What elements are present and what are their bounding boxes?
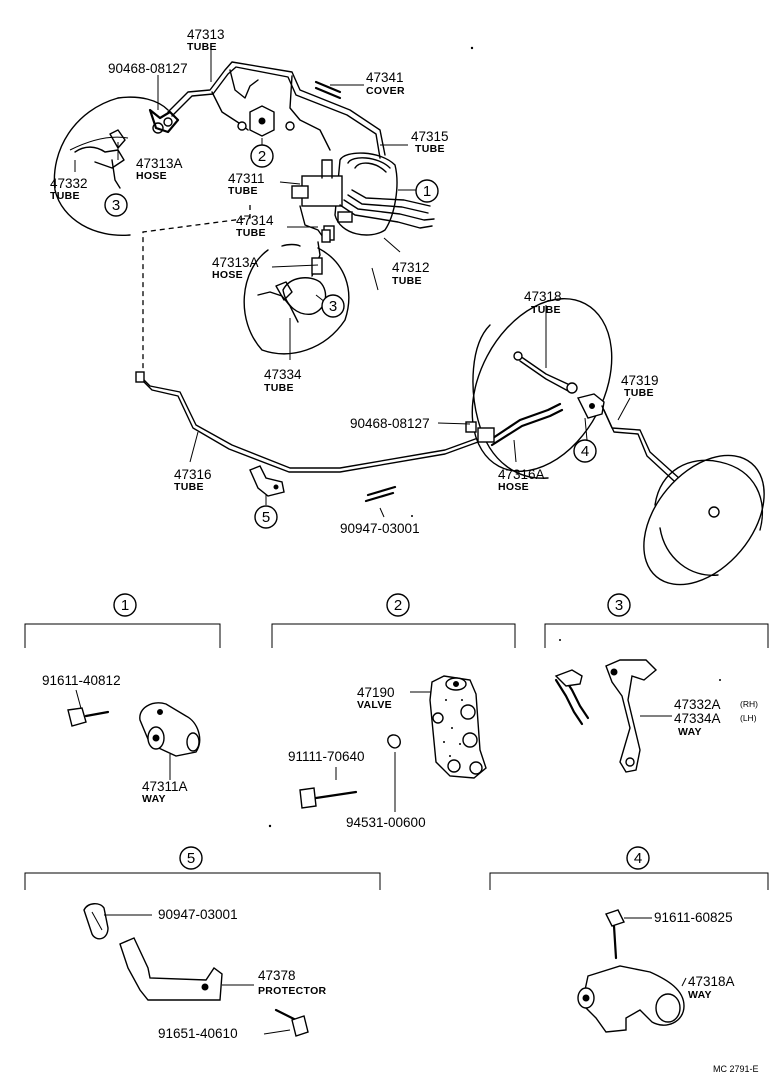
protector-in-place [249, 465, 285, 497]
label-47316: 47316 [174, 467, 212, 482]
mid-clamp-90947 [364, 485, 397, 503]
label-47341: 47341 [366, 70, 404, 85]
desc-47313A-left: HOSE [136, 170, 167, 182]
rear-drum-upper [465, 298, 613, 479]
svg-text:2: 2 [394, 597, 402, 614]
svg-text:5: 5 [262, 509, 270, 526]
svg-text:3: 3 [615, 597, 623, 614]
desc-47319: TUBE [624, 387, 654, 399]
label-47334: 47334 [264, 367, 302, 382]
detail2-valve-desc: VALVE [357, 699, 392, 711]
desc-47332: TUBE [50, 190, 80, 202]
upper-labels: 47313 TUBE 90468-08127 47341 COVER 47315… [50, 27, 659, 536]
desc-47316: TUBE [174, 481, 204, 493]
detail1-way-label: 47311A [142, 779, 188, 794]
desc-47312: TUBE [392, 275, 422, 287]
detail3-lh-tag: (LH) [740, 713, 757, 723]
desc-47313: TUBE [187, 41, 217, 53]
detail5-protector-label: 47378 [258, 968, 296, 983]
master-cylinder-assembly [291, 152, 435, 243]
callout-upper-3-left: 3 [104, 193, 128, 217]
svg-text:2: 2 [258, 148, 266, 165]
detail4-way-desc: WAY [688, 989, 712, 1001]
detail1-bolt-label: 91611-40812 [42, 673, 121, 688]
callout-upper-3-right: 3 [321, 294, 345, 318]
desc-47316A: HOSE [498, 481, 529, 493]
leader-lines-upper [74, 48, 631, 518]
desc-47318: TUBE [531, 304, 561, 316]
label-47318: 47318 [524, 289, 562, 304]
callout-upper-4: 4 [573, 439, 597, 463]
rear-drum-lower [643, 454, 765, 586]
svg-text:5: 5 [187, 850, 195, 867]
detail1-way-desc: WAY [142, 793, 166, 805]
desc-47314: TUBE [236, 227, 266, 239]
scan-specks [268, 46, 721, 828]
detail-2: 2 47190 VALVE 91111-70640 94531-00600 [271, 593, 516, 830]
label-90468-top: 90468-08127 [108, 61, 188, 76]
label-47312: 47312 [392, 260, 430, 275]
diagram-code: MC 2791-E [713, 1064, 759, 1074]
desc-47315: TUBE [415, 143, 445, 155]
label-90947-mid: 90947-03001 [340, 521, 420, 536]
right-front-brake-plate [243, 229, 379, 355]
upper-tube-network [167, 61, 386, 159]
label-47311: 47311 [228, 171, 265, 186]
detail2-valve-label: 47190 [357, 685, 395, 700]
detail2-bolt-label: 91111-70640 [288, 749, 365, 764]
svg-text:4: 4 [581, 443, 589, 460]
detail5-bolt-label: 91651-40610 [158, 1026, 238, 1041]
label-47319: 47319 [621, 373, 659, 388]
svg-text:3: 3 [329, 298, 337, 315]
label-47315: 47315 [411, 129, 449, 144]
label-47332: 47332 [50, 176, 88, 191]
detail4-bolt-label: 91611-60825 [654, 910, 733, 925]
svg-text:3: 3 [112, 197, 120, 214]
rear-brake-tube-47316 [135, 371, 479, 473]
callout-upper-2: 2 [250, 144, 274, 168]
detail4-way-label: 47318A [688, 974, 735, 989]
detail3-way-desc: WAY [678, 726, 702, 738]
label-90468-mid: 90468-08127 [350, 416, 430, 431]
svg-text:4: 4 [634, 850, 642, 867]
label-47313A-left: 47313A [136, 156, 183, 171]
desc-47334: TUBE [264, 382, 294, 394]
detail-3: 3 47332A (RH) 47334A (LH) WAY [544, 593, 769, 773]
svg-text:1: 1 [423, 183, 431, 200]
detail5-protector-desc: PROTECTOR [258, 985, 327, 997]
label-47313A-right: 47313A [212, 255, 259, 270]
detail2-washer-label: 94531-00600 [346, 815, 426, 830]
detail-4: 4 91611-60825 47318A WAY [489, 846, 769, 1033]
detail-1: 1 91611-40812 47311A WAY [24, 593, 221, 805]
detail3-rh-label: 47332A [674, 697, 721, 712]
label-47316A: 47316A [498, 467, 545, 482]
svg-text:1: 1 [121, 597, 129, 614]
label-47314: 47314 [236, 213, 274, 228]
dashed-reference-line [142, 205, 251, 375]
callout-upper-1: 1 [415, 179, 439, 203]
callout-upper-5: 5 [254, 505, 278, 529]
left-front-brake-plate [53, 96, 180, 237]
detail3-rh-tag: (RH) [740, 699, 758, 709]
detail3-lh-label: 47334A [674, 711, 721, 726]
desc-47311: TUBE [228, 185, 258, 197]
label-47313: 47313 [187, 27, 225, 42]
desc-47313A-right: HOSE [212, 269, 243, 281]
detail5-clamp-label: 90947-03001 [158, 907, 238, 922]
desc-47341: COVER [366, 85, 405, 97]
detail-5: 5 90947-03001 47378 PROTECTOR 91651-4061… [24, 846, 381, 1041]
